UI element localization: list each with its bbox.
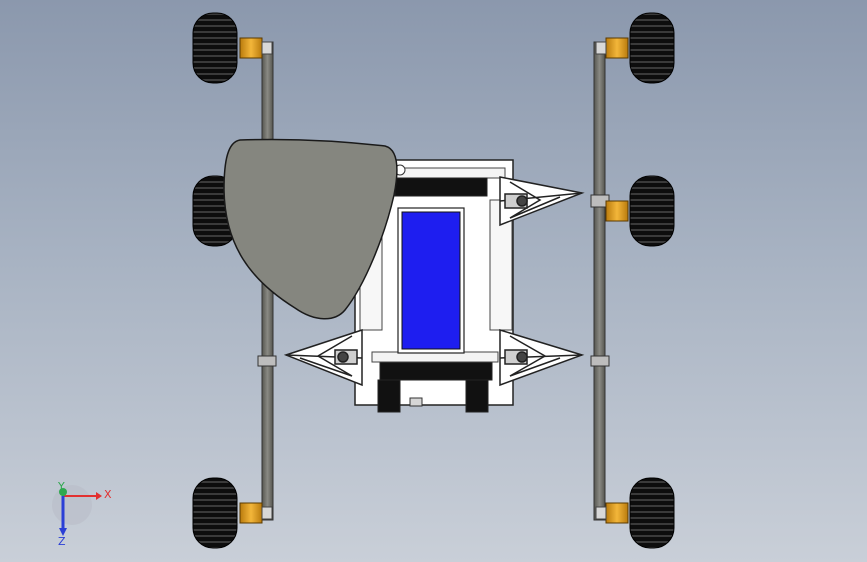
coordinate-triad: X Y Z bbox=[52, 480, 112, 548]
suspension-truss-front-right[interactable] bbox=[499, 176, 585, 227]
rover-model[interactable] bbox=[192, 12, 675, 549]
wheel-rear-right[interactable] bbox=[595, 477, 675, 549]
wheel-front-right[interactable] bbox=[595, 12, 675, 84]
triad-x-arrow-icon bbox=[96, 492, 102, 500]
wheel-front-left[interactable] bbox=[192, 12, 273, 84]
triad-y-label: Y bbox=[57, 480, 65, 493]
triad-y-arrow-icon bbox=[59, 488, 67, 496]
suspension-truss-rear-left[interactable] bbox=[283, 328, 363, 387]
right-rocker-arm[interactable] bbox=[590, 41, 610, 521]
triad-z-label: Z bbox=[58, 535, 66, 548]
wheel-rear-left[interactable] bbox=[192, 477, 273, 549]
triad-z-arrow-icon bbox=[59, 528, 67, 536]
scoop[interactable] bbox=[223, 138, 398, 320]
triad-x-label: X bbox=[104, 488, 112, 501]
wheel-middle-right[interactable] bbox=[605, 175, 675, 247]
suspension-truss-rear-right[interactable] bbox=[499, 328, 585, 387]
battery-panel[interactable] bbox=[397, 207, 465, 354]
